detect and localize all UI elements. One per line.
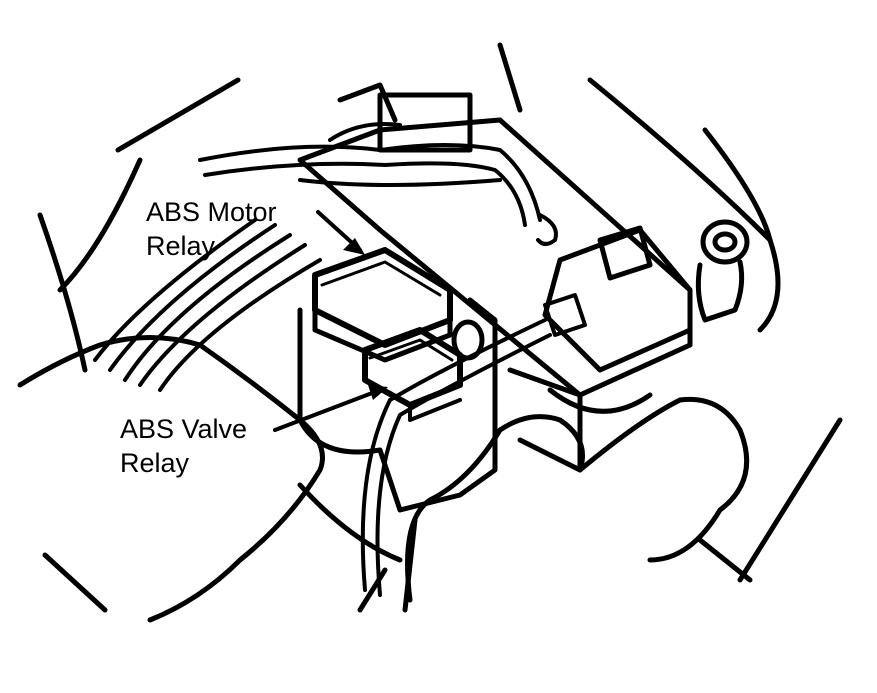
wire-harness-left xyxy=(93,218,322,392)
motor-relay-arrowhead xyxy=(343,238,365,255)
abs-motor-relay-label-line1: ABS Motor xyxy=(146,197,277,227)
engine-bay-outline xyxy=(37,42,843,613)
abs-valve-relay xyxy=(362,319,485,422)
abs-motor-relay xyxy=(312,247,453,363)
valve-relay-arrowhead xyxy=(368,385,388,400)
relay-bracket xyxy=(297,297,498,513)
abs-motor-relay-label-line2: Relay xyxy=(146,231,216,261)
abs-valve-relay-label-line2: Relay xyxy=(120,448,190,478)
brake-lines xyxy=(198,122,558,246)
leader-arrows xyxy=(273,210,382,432)
hydraulic-unit xyxy=(297,92,693,473)
abs-valve-relay-label-line1: ABS Valve xyxy=(120,414,248,444)
ring-bolt xyxy=(695,219,750,323)
valve-relay-leader-line xyxy=(273,388,382,432)
foreground-component-right xyxy=(405,396,750,603)
